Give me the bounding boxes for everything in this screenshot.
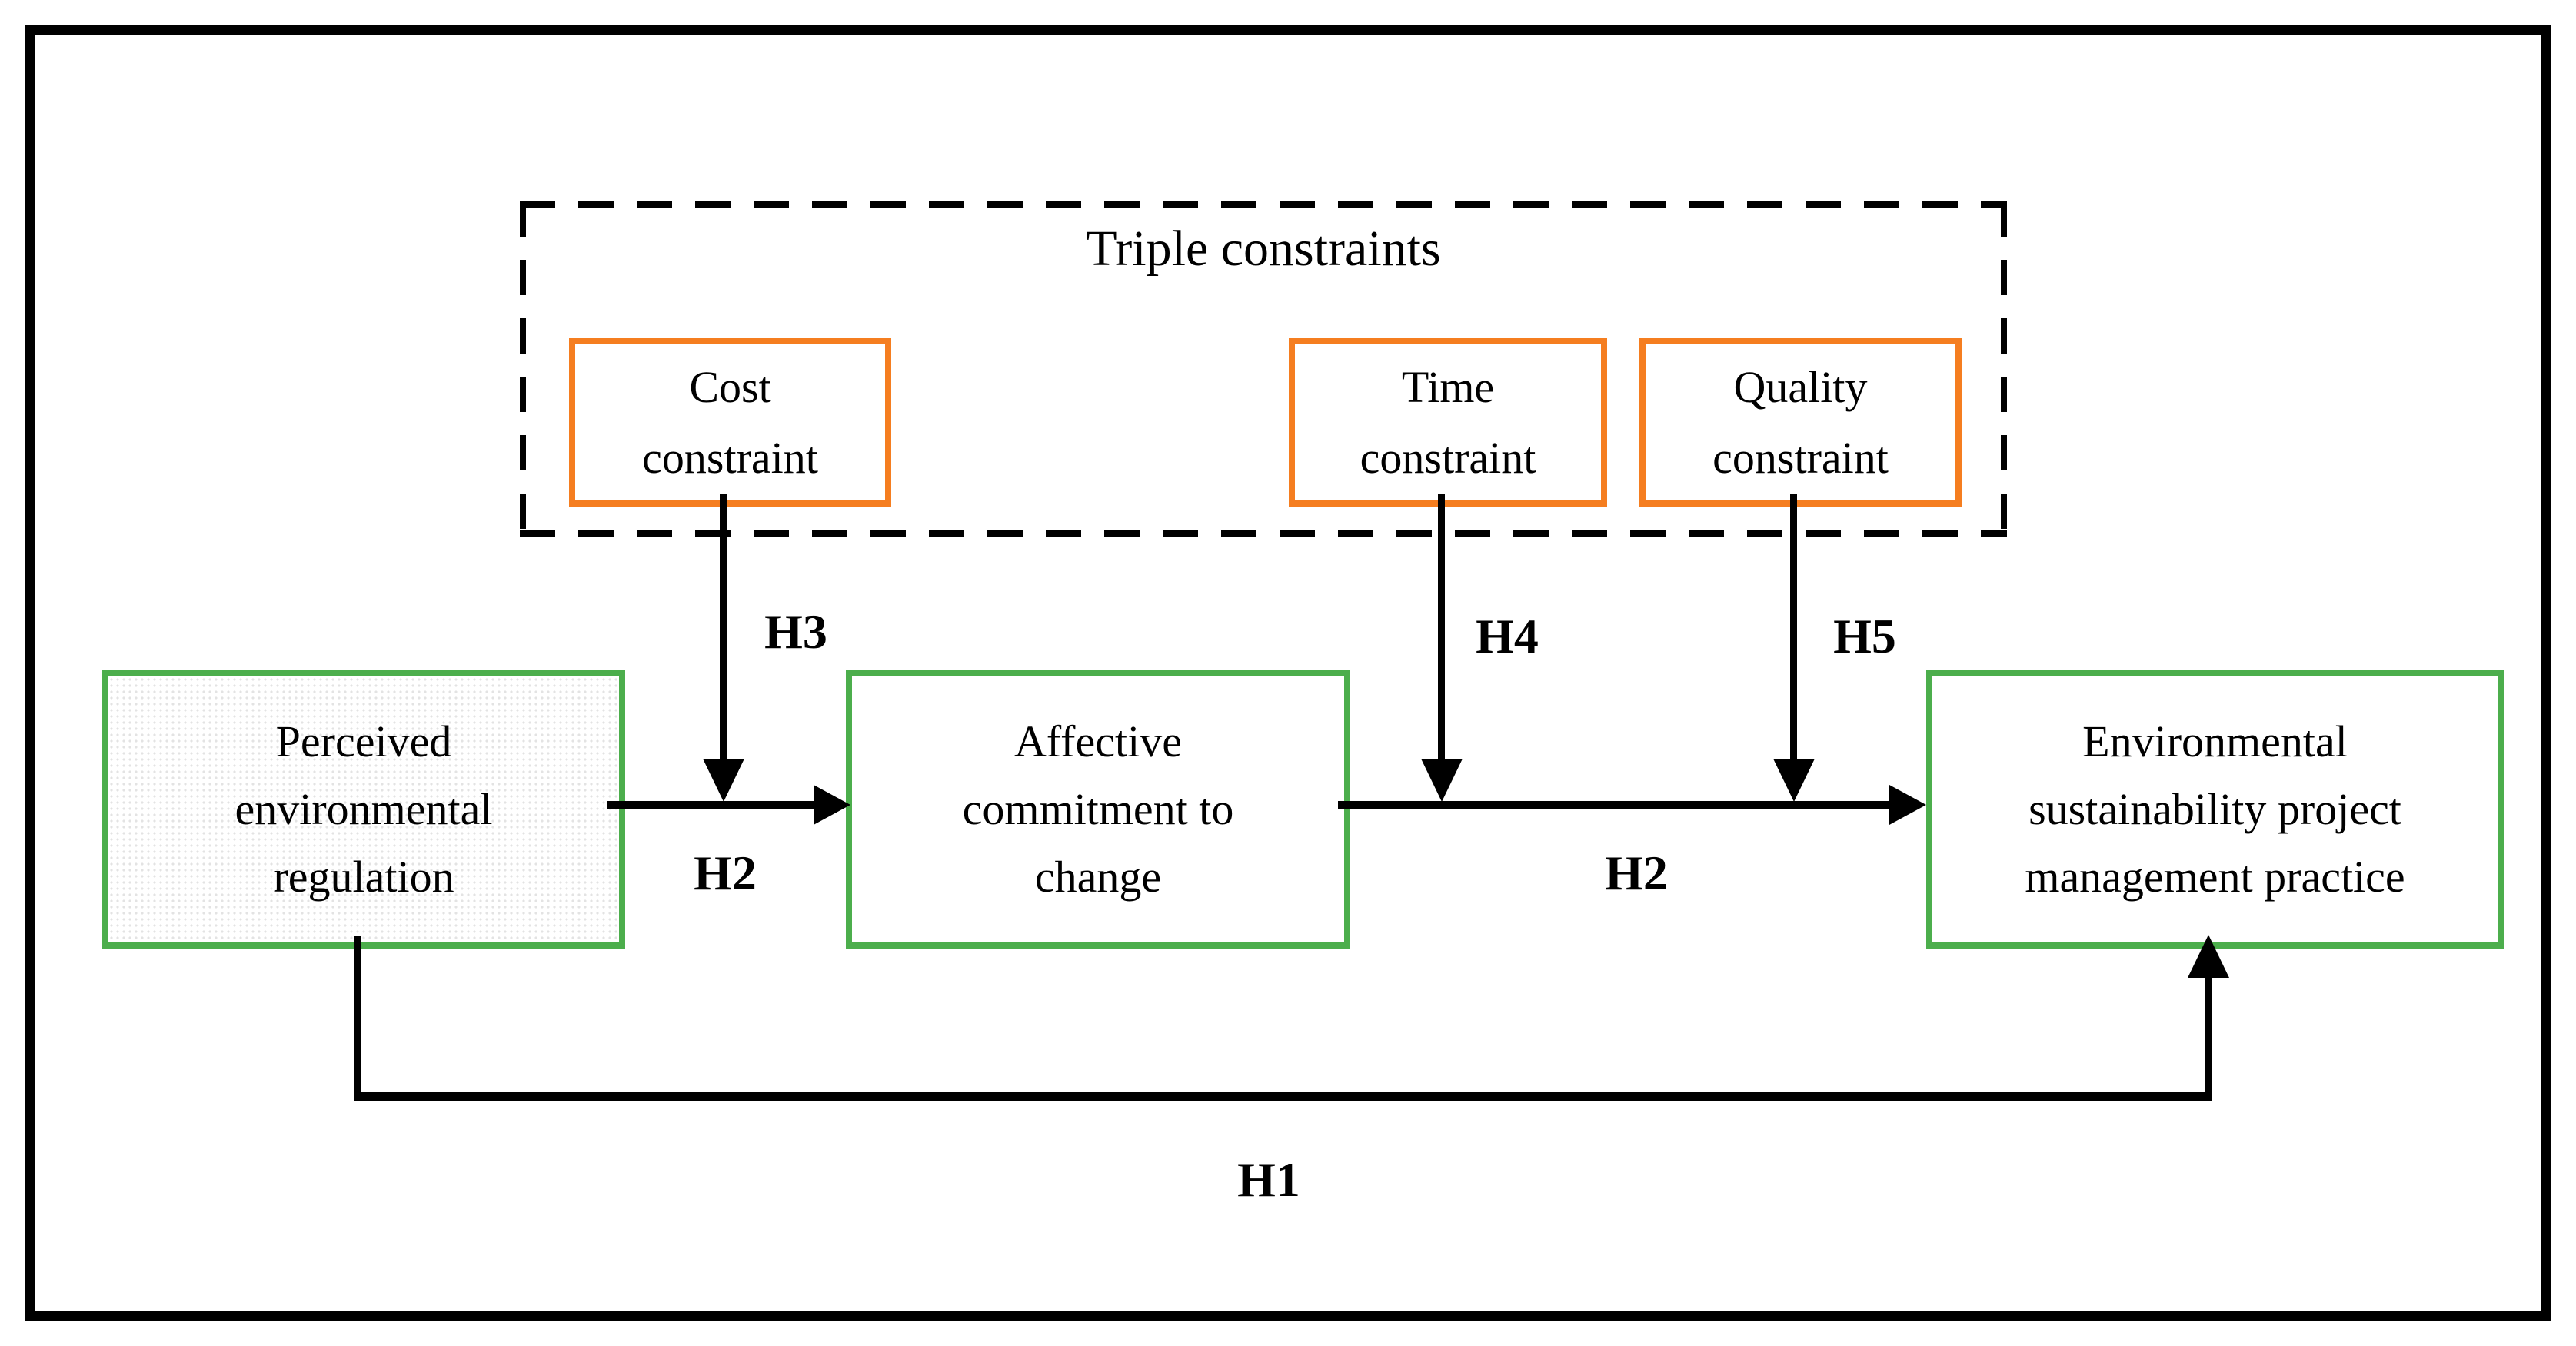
triple-constraints-title: Triple constraints	[1086, 221, 1441, 277]
h5-arrow-line	[1790, 494, 1797, 762]
affective-box-label-line3: change	[1034, 852, 1162, 902]
dashed-border-bottom	[520, 530, 2007, 537]
affective-commitment-box: Affective commitment to change	[846, 670, 1350, 949]
h2-right-label: H2	[1605, 846, 1668, 900]
time-constraint-box: Time constraint	[1289, 338, 1607, 507]
h1-arrow-line-down	[354, 936, 361, 1101]
h3-label: H3	[764, 604, 827, 659]
time-constraint-label-line2: constraint	[1360, 432, 1536, 483]
quality-constraint-label-line2: constraint	[1712, 432, 1889, 483]
h2-right-arrow-line	[1338, 801, 1894, 809]
h1-arrow-line-across	[354, 1092, 2212, 1101]
h4-label: H4	[1476, 609, 1539, 663]
cost-constraint-box: Cost constraint	[569, 338, 891, 507]
h2-left-arrowhead	[814, 785, 850, 825]
environmental-sustainability-box: Environmental sustainability project man…	[1926, 670, 2504, 949]
h2-left-arrow-line	[607, 801, 820, 809]
h3-arrow-line	[720, 494, 727, 762]
h1-arrow-line-up	[2205, 976, 2212, 1095]
perceived-box-label-line2: environmental	[235, 784, 493, 834]
h2-right-arrowhead	[1889, 785, 1926, 825]
h5-arrowhead	[1773, 759, 1815, 802]
perceived-box-label-line3: regulation	[273, 852, 454, 902]
h1-label: H1	[1237, 1152, 1300, 1207]
h4-arrow-line	[1438, 494, 1445, 762]
h2-left-label: H2	[694, 846, 757, 900]
quality-constraint-box: Quality constraint	[1639, 338, 1962, 507]
dashed-border-right	[2001, 201, 2007, 537]
h4-arrowhead	[1421, 759, 1463, 802]
sustainability-box-label-line1: Environmental	[2082, 716, 2348, 766]
sustainability-box-label-line2: sustainability project	[2029, 784, 2401, 834]
h5-label: H5	[1833, 609, 1896, 663]
cost-constraint-label-line1: Cost	[689, 361, 771, 412]
cost-constraint-label-line2: constraint	[642, 432, 818, 483]
h1-arrowhead	[2188, 935, 2229, 978]
figure-border	[25, 25, 2551, 1321]
affective-box-label-line2: commitment to	[962, 784, 1234, 834]
quality-constraint-label-line1: Quality	[1733, 361, 1868, 412]
h3-arrowhead	[703, 759, 744, 802]
affective-box-label-line1: Affective	[1014, 716, 1182, 766]
perceived-box-label-line1: Perceived	[275, 716, 452, 766]
dashed-border-left	[520, 201, 526, 537]
sustainability-box-label-line3: management practice	[2025, 852, 2405, 902]
time-constraint-label-line1: Time	[1401, 361, 1495, 412]
perceived-environmental-regulation-box: Perceived environmental regulation	[102, 670, 625, 949]
dashed-border-top	[520, 201, 2007, 208]
